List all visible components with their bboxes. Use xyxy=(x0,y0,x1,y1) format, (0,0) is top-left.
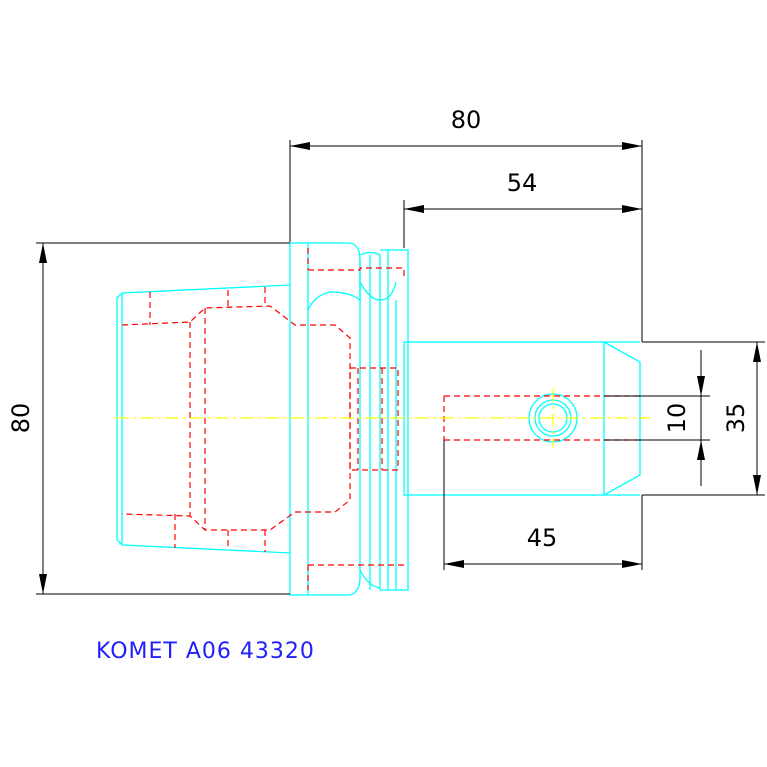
dim-bore-diameter: 10 xyxy=(663,403,691,434)
dimension-lines xyxy=(36,140,765,595)
part-outline xyxy=(116,242,641,596)
dim-overall-length: 80 xyxy=(451,106,482,134)
dim-flange-diameter: 80 xyxy=(7,403,35,434)
dim-shank-length: 54 xyxy=(507,169,538,197)
part-label: KOMET A06 43320 xyxy=(96,639,315,664)
hidden-lines xyxy=(121,248,640,590)
centerline xyxy=(115,388,650,448)
dim-shank-diameter: 35 xyxy=(722,403,750,434)
dim-bore-depth: 45 xyxy=(527,524,558,552)
